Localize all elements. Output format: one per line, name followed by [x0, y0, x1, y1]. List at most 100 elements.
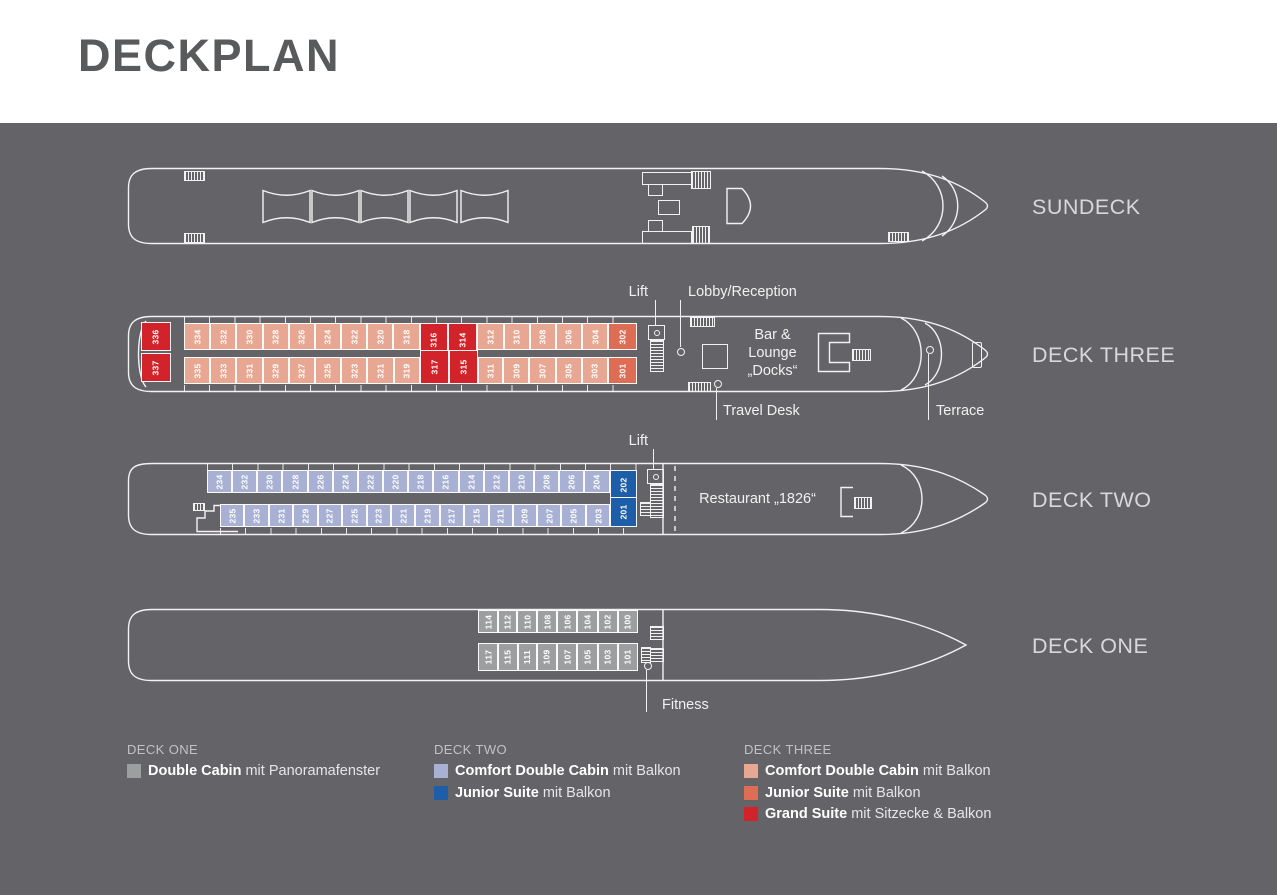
- cabin-224: 224: [332, 470, 358, 493]
- cabin-111: 111: [517, 643, 537, 671]
- cabin-101: 101: [617, 643, 638, 671]
- legend-title: DECK THREE: [744, 742, 832, 757]
- stairs-icon: [184, 233, 205, 243]
- legend-item: Junior Suite mit Balkon: [744, 785, 991, 801]
- bar-lounge-line-2: Lounge: [748, 345, 797, 361]
- cabin-214: 214: [458, 470, 484, 493]
- cabin-302: 302: [608, 323, 638, 350]
- cabin-number: 212: [491, 473, 502, 490]
- lift-label-deck-two: Lift: [628, 433, 648, 449]
- cabin-319: 319: [393, 357, 420, 384]
- cabin-303: 303: [581, 357, 608, 384]
- deck-three-bow-arc-1: [900, 317, 922, 391]
- cabin-309: 309: [503, 357, 530, 384]
- cabin-108: 108: [537, 610, 558, 633]
- cabin-number: 303: [589, 362, 600, 379]
- lift-icon: [648, 325, 665, 340]
- cabin-103: 103: [597, 643, 618, 671]
- cabin-331: 331: [236, 357, 263, 384]
- cabin-number: 234: [214, 473, 225, 490]
- cabin-number: 337: [151, 359, 161, 376]
- bow-tip-structure: [972, 342, 982, 368]
- cabin-212: 212: [483, 470, 509, 493]
- fitness-label: Fitness: [662, 697, 709, 713]
- cabin-number: 322: [349, 328, 360, 345]
- cabin-number: 222: [365, 473, 376, 490]
- cabin-206: 206: [559, 470, 585, 493]
- cabin-number: 217: [447, 507, 457, 524]
- deck-three-balcony-ticks-top: [184, 317, 637, 323]
- sundeck-awning-3: [360, 189, 409, 224]
- travel-desk-leader-dot: [714, 380, 722, 388]
- stairs-icon: [688, 382, 711, 392]
- lift-circle: [652, 473, 659, 480]
- legend-item: Comfort Double Cabin mit Balkon: [434, 763, 681, 780]
- cabin-number: 315: [458, 359, 469, 375]
- deck-two-bow-arc: [900, 464, 923, 534]
- cabin-322: 322: [341, 323, 368, 350]
- cabin-204: 204: [584, 470, 610, 493]
- legend-item-suffix: mit Balkon: [608, 763, 681, 780]
- cabin-100: 100: [617, 610, 638, 633]
- sundeck-structure: [648, 184, 663, 196]
- cabin-324: 324: [314, 323, 342, 350]
- cabin-number: 103: [602, 649, 613, 665]
- page-title: DECKPLAN: [78, 30, 341, 81]
- cabin-104: 104: [577, 610, 598, 633]
- lift-leader-line: [653, 449, 654, 469]
- bar-lounge-line-1: Bar &: [754, 327, 791, 343]
- lobby-room: [702, 344, 728, 369]
- deck-label-sundeck: SUNDECK: [1032, 195, 1141, 219]
- cabin-304: 304: [582, 323, 609, 350]
- cabin-number: 314: [457, 332, 468, 348]
- cabin-332: 332: [210, 323, 237, 350]
- legend-deck-three: DECK THREE Comfort Double Cabin mit Balk…: [744, 742, 991, 822]
- legend-item-name: Grand Suite: [765, 806, 848, 823]
- cabin-327: 327: [288, 357, 315, 384]
- legend-item-suffix: mit Balkon: [918, 763, 991, 780]
- cabin-323: 323: [341, 357, 368, 384]
- cabin-number: 110: [522, 614, 533, 629]
- lobby-reception-label: Lobby/Reception: [688, 284, 797, 300]
- cabin-number: 230: [264, 473, 275, 490]
- cabin-number: 233: [251, 507, 262, 524]
- cabin-number: 201: [618, 504, 629, 520]
- cabin-number: 226: [315, 473, 326, 490]
- cabin-233: 233: [244, 504, 269, 527]
- cabin-number: 328: [270, 328, 281, 345]
- legend-title: DECK ONE: [127, 742, 199, 757]
- cabin-number: 106: [562, 613, 573, 630]
- cabin-number: 115: [502, 649, 513, 665]
- cabin-221: 221: [390, 504, 416, 527]
- cabin-number: 224: [340, 473, 351, 490]
- lift-circle: [653, 329, 660, 336]
- cabin-number: 327: [296, 362, 307, 379]
- cabin-number: 204: [591, 473, 602, 490]
- cabin-217: 217: [439, 504, 465, 527]
- cabin-number: 326: [296, 328, 307, 345]
- cabin-number: 232: [239, 473, 250, 490]
- cabin-210: 210: [508, 470, 535, 493]
- fitness-leader-line: [646, 670, 647, 712]
- cabin-232: 232: [232, 470, 258, 493]
- cabin-number: 206: [566, 473, 577, 490]
- legend-item-name: Double Cabin: [148, 763, 242, 780]
- terrace-leader-line: [928, 354, 929, 420]
- cabin-number: 325: [323, 362, 334, 379]
- cabin-225: 225: [342, 504, 367, 527]
- cabin-325: 325: [314, 357, 342, 384]
- cabin-number: 304: [590, 328, 601, 345]
- deck-three-balcony-ticks-bottom: [184, 384, 637, 392]
- lobby-leader-line: [680, 300, 681, 347]
- cabin-number: 218: [415, 473, 426, 490]
- bar-lounge-line-3: „Docks“: [747, 363, 798, 379]
- legend-deck-one: DECK ONE Double Cabin mit Panoramafenste…: [127, 742, 380, 779]
- stairs-icon: [650, 484, 664, 518]
- cabin-102: 102: [597, 610, 618, 633]
- cabin-105: 105: [577, 643, 598, 671]
- cabin-320: 320: [367, 323, 394, 350]
- cabin-336: 336: [141, 322, 171, 351]
